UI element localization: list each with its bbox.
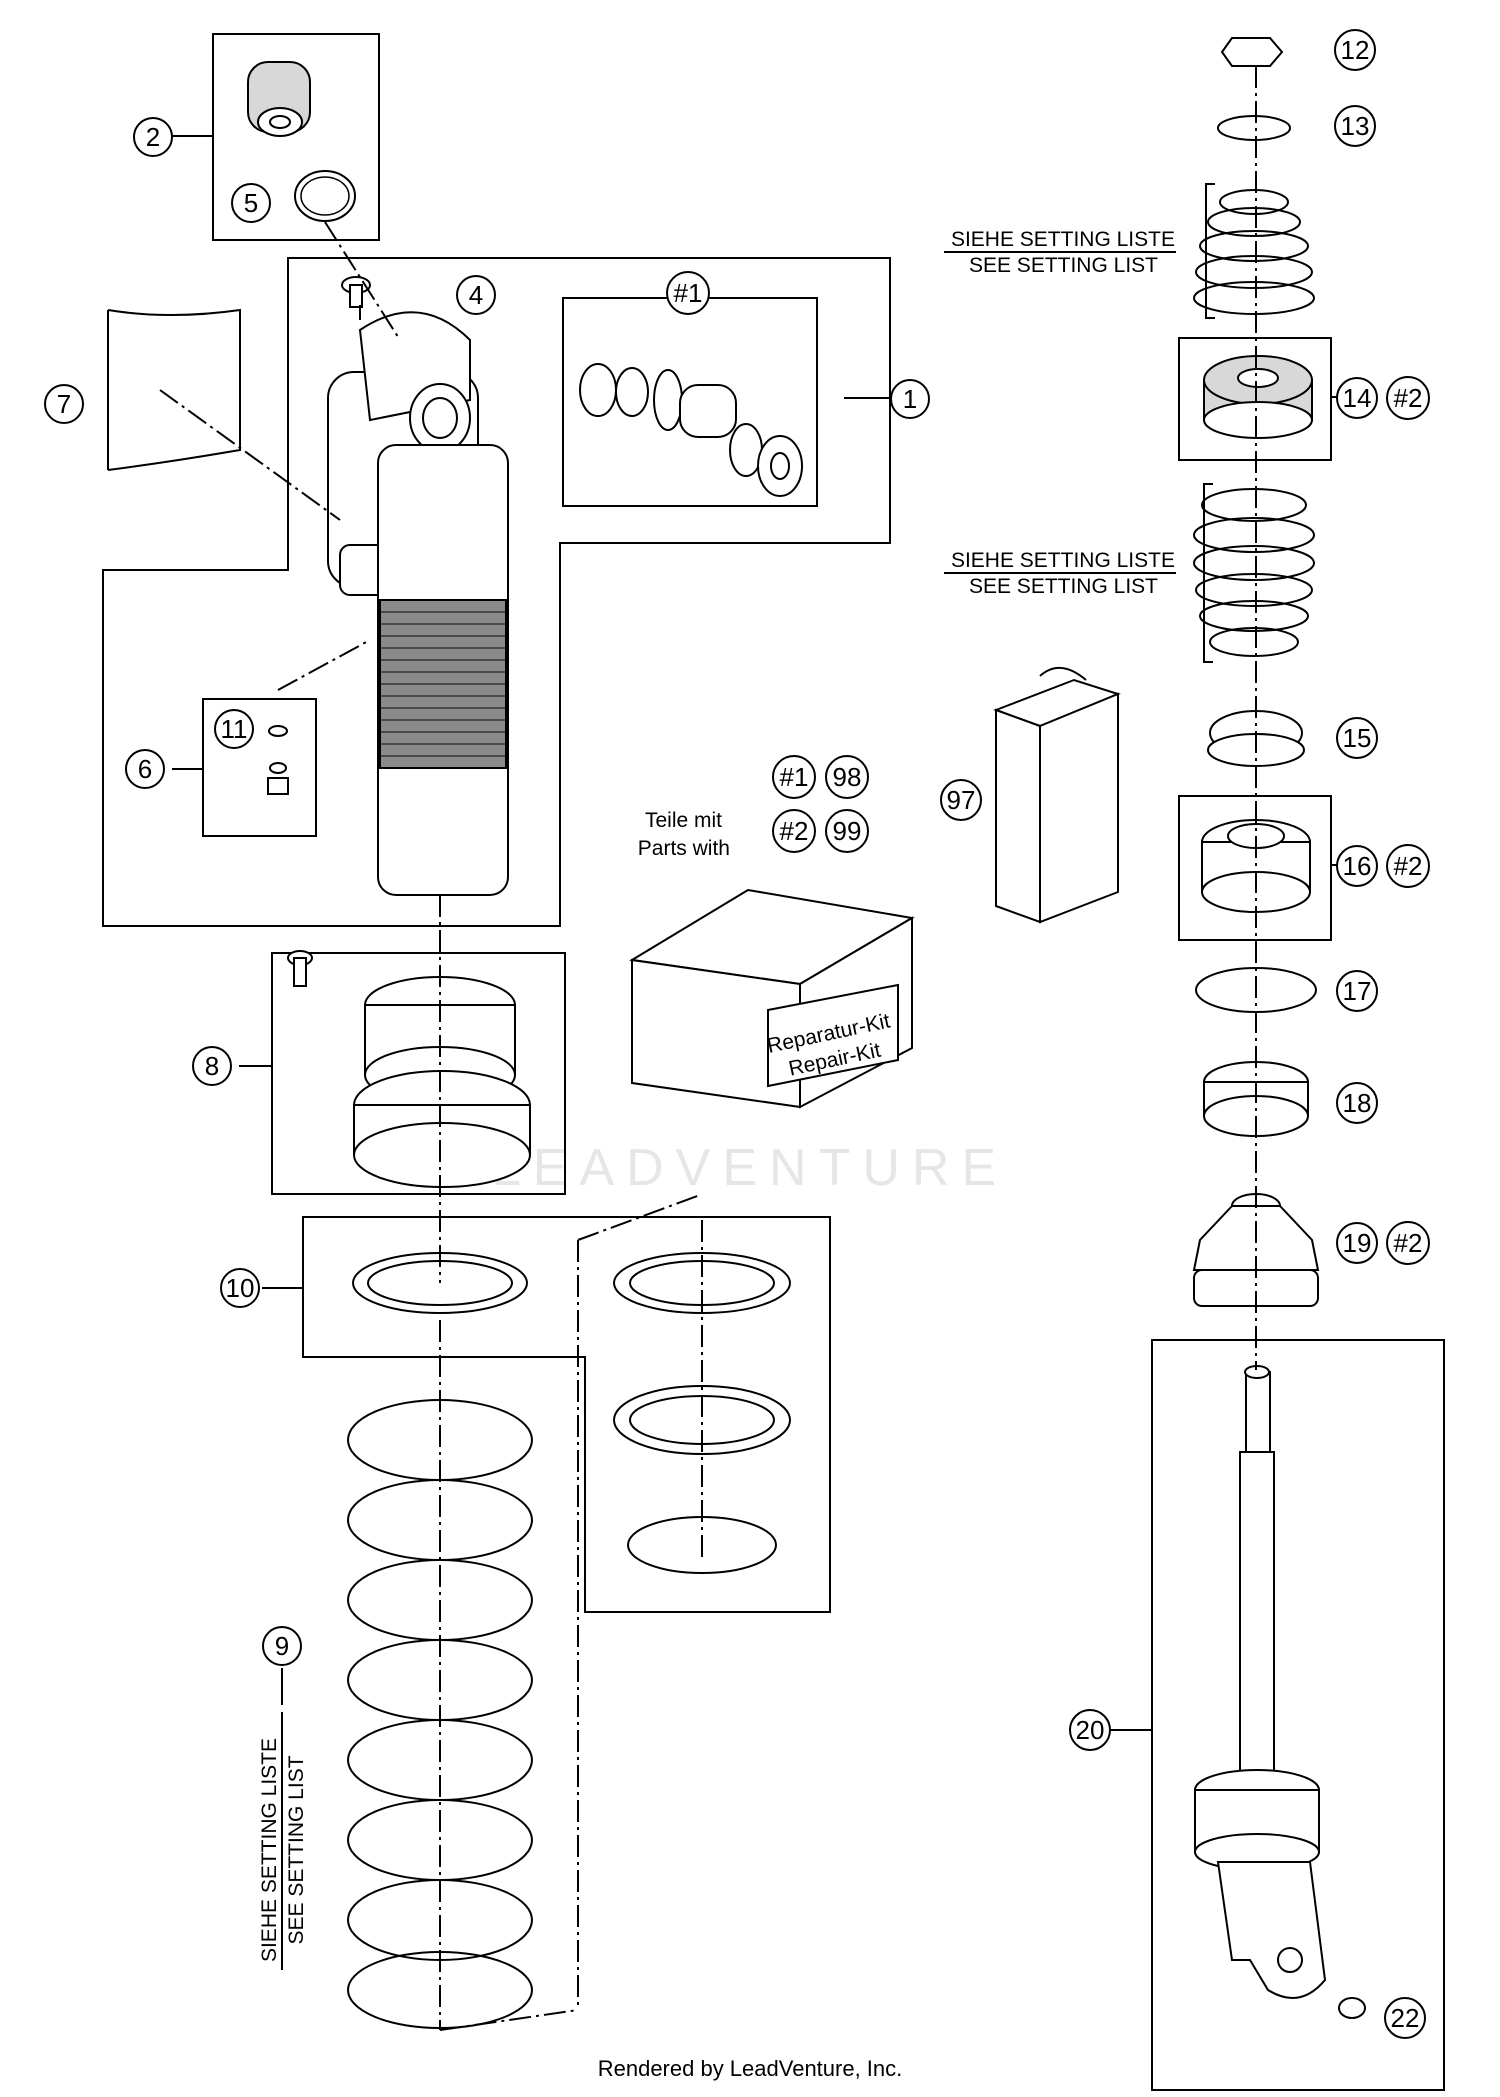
shock-body-part bbox=[327, 311, 509, 896]
svg-text:#2: #2 bbox=[1394, 851, 1423, 881]
callout-16-kit2: #2 bbox=[1386, 844, 1430, 888]
svg-text:99: 99 bbox=[833, 816, 862, 846]
callout-9: 9 bbox=[262, 1626, 302, 1666]
frame-part-10 bbox=[302, 1216, 831, 1613]
svg-text:#1: #1 bbox=[780, 762, 809, 792]
setting-note-en-1: SEE SETTING LIST bbox=[969, 254, 1158, 277]
svg-text:7: 7 bbox=[57, 389, 71, 419]
svg-text:9: 9 bbox=[275, 1631, 289, 1661]
callout-18: 18 bbox=[1336, 1082, 1378, 1124]
svg-text:#1: #1 bbox=[674, 278, 703, 308]
oil-can-part bbox=[993, 667, 1121, 924]
callout-98: 98 bbox=[825, 755, 869, 799]
teile-mit-label: Teile mit bbox=[645, 809, 722, 832]
stop-washer-part bbox=[1203, 1061, 1309, 1137]
setting-note-de-2: SIEHE SETTING LISTE bbox=[951, 549, 1175, 572]
svg-text:14: 14 bbox=[1343, 383, 1372, 413]
svg-text:15: 15 bbox=[1343, 723, 1372, 753]
callout-7: 7 bbox=[44, 384, 84, 424]
callout-5: 5 bbox=[231, 183, 271, 223]
callout-16: 16 bbox=[1336, 845, 1378, 887]
svg-text:#2: #2 bbox=[780, 816, 809, 846]
bleed-screw-part bbox=[341, 276, 371, 308]
shim-stack-lower bbox=[1193, 488, 1315, 657]
frame-assembly-1 bbox=[102, 257, 891, 927]
callout-13: 13 bbox=[1334, 105, 1376, 147]
callout-22: 22 bbox=[1384, 1997, 1426, 2039]
frame-part-8 bbox=[271, 952, 566, 1195]
bracket-shims-upper bbox=[1205, 183, 1215, 319]
preload-adjuster-part bbox=[287, 950, 531, 1188]
washer-part bbox=[1217, 115, 1291, 141]
callout-20: 20 bbox=[1069, 1709, 1111, 1751]
svg-text:5: 5 bbox=[244, 188, 258, 218]
callout-2: 2 bbox=[133, 117, 173, 157]
svg-text:19: 19 bbox=[1343, 1228, 1372, 1258]
piston-part bbox=[1203, 355, 1313, 439]
repair-kit-box bbox=[629, 888, 915, 1109]
svg-text:8: 8 bbox=[205, 1051, 219, 1081]
svg-text:6: 6 bbox=[138, 754, 152, 784]
svg-text:22: 22 bbox=[1391, 2003, 1420, 2033]
callout-14-kit2: #2 bbox=[1386, 376, 1430, 420]
callout-12: 12 bbox=[1334, 29, 1376, 71]
callout-11: 11 bbox=[214, 709, 254, 749]
callout-14: 14 bbox=[1336, 377, 1378, 419]
svg-text:10: 10 bbox=[226, 1273, 255, 1303]
seal-kit-parts bbox=[579, 363, 803, 497]
svg-text:4: 4 bbox=[469, 280, 483, 310]
callout-97: 97 bbox=[940, 779, 982, 821]
callout-19-kit2: #2 bbox=[1386, 1221, 1430, 1265]
setting-note-en-3: SEE SETTING LIST bbox=[285, 1755, 308, 1944]
footer-credit: Rendered by LeadVenture, Inc. bbox=[597, 2056, 903, 2081]
svg-text:2: 2 bbox=[146, 122, 160, 152]
svg-text:13: 13 bbox=[1341, 111, 1370, 141]
frame-part-20 bbox=[1151, 1339, 1445, 2091]
callout-4: 4 bbox=[456, 275, 496, 315]
svg-text:20: 20 bbox=[1076, 1715, 1105, 1745]
rebound-adjuster-part bbox=[247, 61, 356, 222]
spring-seat-parts bbox=[352, 1252, 791, 1574]
setting-note-en-2: SEE SETTING LIST bbox=[969, 575, 1158, 598]
piston-rod-part bbox=[1194, 1365, 1327, 1999]
svg-text:11: 11 bbox=[221, 714, 248, 744]
bracket-shims-lower bbox=[1203, 483, 1213, 663]
leader-lines bbox=[159, 66, 1338, 2031]
svg-text:1: 1 bbox=[903, 384, 917, 414]
callout-10: 10 bbox=[220, 1268, 260, 1308]
svg-text:12: 12 bbox=[1341, 35, 1370, 65]
svg-text:#2: #2 bbox=[1394, 1228, 1423, 1258]
nut-part bbox=[1220, 37, 1284, 67]
bushing-part bbox=[1338, 1997, 1366, 2019]
shim-stack-upper bbox=[1193, 189, 1315, 315]
callout-kit-2: #2 bbox=[772, 809, 816, 853]
setting-note-de-3: SIEHE SETTING LISTE bbox=[258, 1738, 281, 1962]
frame-part-6 bbox=[202, 698, 317, 837]
svg-text:#2: #2 bbox=[1394, 383, 1423, 413]
protective-sleeve-part bbox=[107, 308, 241, 471]
parts-with-label: Parts with bbox=[638, 837, 730, 860]
callout-8: 8 bbox=[192, 1046, 232, 1086]
callout-15: 15 bbox=[1336, 717, 1378, 759]
callout-17: 17 bbox=[1336, 970, 1378, 1012]
callout-99: 99 bbox=[825, 809, 869, 853]
callout-kit1: #1 bbox=[666, 271, 710, 315]
watermark: LEADVENTURE bbox=[492, 1139, 1008, 1197]
svg-text:18: 18 bbox=[1343, 1088, 1372, 1118]
callout-1: 1 bbox=[890, 379, 930, 419]
drain-screw-part bbox=[267, 725, 289, 795]
callout-6: 6 bbox=[125, 749, 165, 789]
svg-text:98: 98 bbox=[833, 762, 862, 792]
svg-text:16: 16 bbox=[1343, 851, 1372, 881]
setting-note-de-1: SIEHE SETTING LISTE bbox=[951, 228, 1175, 251]
callout-19: 19 bbox=[1336, 1222, 1378, 1264]
callout-kit-1: #1 bbox=[772, 755, 816, 799]
svg-text:97: 97 bbox=[947, 785, 976, 815]
svg-text:17: 17 bbox=[1343, 976, 1372, 1006]
